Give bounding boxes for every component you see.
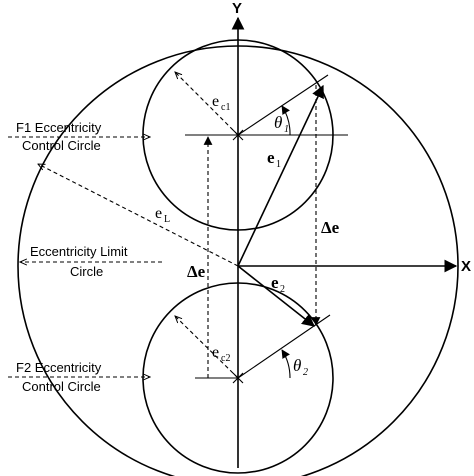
svg-text:2: 2 xyxy=(280,284,285,295)
svg-text:e: e xyxy=(212,93,219,110)
ec1-radius xyxy=(175,72,239,136)
e1-label: e 1 xyxy=(267,148,281,170)
e2-label: e 2 xyxy=(271,273,285,295)
theta1-arc xyxy=(281,105,291,136)
e1-vector xyxy=(237,84,324,267)
f2-label-line2: Control Circle xyxy=(22,379,101,394)
theta2-label: θ 2 xyxy=(293,356,308,378)
theta1-label: θ 1 xyxy=(274,113,289,135)
svg-text:e: e xyxy=(267,148,275,167)
limit-label-line1: Eccentricity Limit xyxy=(30,244,128,259)
y-axis-label: Y xyxy=(232,0,242,17)
f2-label-line1: F2 Eccentricity xyxy=(16,360,102,375)
x-axis-label: X xyxy=(461,258,471,275)
svg-text:θ: θ xyxy=(274,113,282,132)
delta-e-upper-label: Δe xyxy=(321,218,340,237)
ec2-label: e c2 xyxy=(212,344,230,364)
svg-text:e: e xyxy=(155,205,162,222)
svg-text:c2: c2 xyxy=(221,353,230,364)
svg-text:1: 1 xyxy=(276,159,281,170)
ec1-label: e c1 xyxy=(212,93,230,113)
f1-label-line2: Control Circle xyxy=(22,138,101,153)
svg-text:e: e xyxy=(271,273,279,292)
eL-label: e L xyxy=(155,205,170,225)
e2-vector xyxy=(237,265,316,327)
svg-text:2: 2 xyxy=(303,367,308,378)
svg-text:L: L xyxy=(164,214,170,225)
limit-label-line2: Circle xyxy=(70,264,103,279)
svg-text:θ: θ xyxy=(293,356,301,375)
eL-radius xyxy=(38,164,239,267)
svg-text:e: e xyxy=(212,344,219,361)
svg-text:1: 1 xyxy=(284,124,289,135)
ec2-radius xyxy=(175,316,239,379)
delta-e-lower-label: Δe xyxy=(187,262,206,281)
svg-text:c1: c1 xyxy=(221,102,230,113)
theta2-arc xyxy=(281,349,291,379)
f1-label-line1: F1 Eccentricity xyxy=(16,120,102,135)
